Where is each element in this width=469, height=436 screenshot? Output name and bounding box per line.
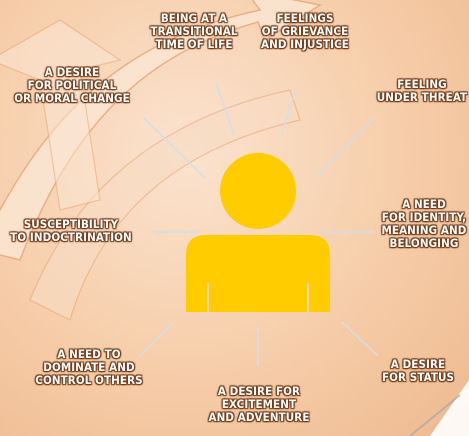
label-line: OF GRIEVANCE (261, 24, 349, 38)
background-arrow-middle (29, 89, 301, 321)
label-line: FOR STATUS (381, 370, 455, 384)
label-line: OR MORAL CHANGE (14, 91, 130, 105)
label-line: TIME OF LIFE (155, 37, 233, 51)
ray-threat (317, 117, 375, 177)
label-line: FEELINGS (276, 11, 334, 25)
person-head (220, 153, 296, 229)
label-line: UNDER THREAT (376, 90, 468, 104)
label-dominate-control: A NEED TO DOMINATE AND CONTROL OTHERS (30, 348, 148, 387)
label-line: MEANING AND (381, 223, 467, 237)
label-transitional-time: BEING AT A TRANSITIONAL TIME OF LIFE (140, 12, 248, 51)
label-line: SUSCEPTIBILITY (23, 217, 119, 231)
label-line: TRANSITIONAL (150, 24, 238, 38)
label-grievance-injustice: FEELINGS OF GRIEVANCE AND INJUSTICE (250, 12, 360, 51)
label-excitement-adventure: A DESIRE FOR EXCITEMENT AND ADVENTURE (206, 385, 312, 424)
background-arrow-left (0, 19, 122, 211)
label-line: A NEED TO (57, 347, 121, 361)
label-line: A DESIRE FOR (217, 384, 301, 398)
label-line: FOR IDENTITY, (381, 210, 467, 224)
ray-grievance (280, 89, 297, 136)
label-indoctrination: SUSCEPTIBILITY TO INDOCTRINATION (6, 218, 136, 244)
rays (139, 82, 379, 366)
person-body (186, 235, 330, 312)
corner-line (409, 394, 461, 436)
person-silhouette-icon (186, 153, 330, 312)
label-line: AND INJUSTICE (261, 37, 349, 51)
label-line: EXCITEMENT (221, 397, 297, 411)
label-line: A DESIRE (390, 357, 446, 371)
label-political-moral-change: A DESIRE FOR POLITICAL OR MORAL CHANGE (8, 66, 136, 105)
label-line: BELONGING (389, 236, 459, 250)
ray-transitional (215, 82, 235, 136)
ray-status (341, 321, 379, 357)
label-line: A DESIRE (44, 65, 100, 79)
label-line: TO INDOCTRINATION (10, 230, 132, 244)
corner-shape (430, 380, 469, 436)
ray-dominate (139, 322, 174, 357)
label-identity-belonging: A NEED FOR IDENTITY, MEANING AND BELONGI… (378, 198, 469, 250)
label-under-threat: FEELING UNDER THREAT (372, 78, 469, 104)
label-line: AND ADVENTURE (208, 410, 310, 424)
label-line: DOMINATE AND (43, 360, 135, 374)
label-line: BEING AT A (160, 11, 228, 25)
label-line: CONTROL OTHERS (35, 373, 143, 387)
label-desire-status: A DESIRE FOR STATUS (380, 358, 456, 384)
label-line: FEELING (397, 77, 447, 91)
label-line: FOR POLITICAL (27, 78, 117, 92)
label-line: A NEED (402, 197, 446, 211)
ray-political (143, 117, 206, 179)
